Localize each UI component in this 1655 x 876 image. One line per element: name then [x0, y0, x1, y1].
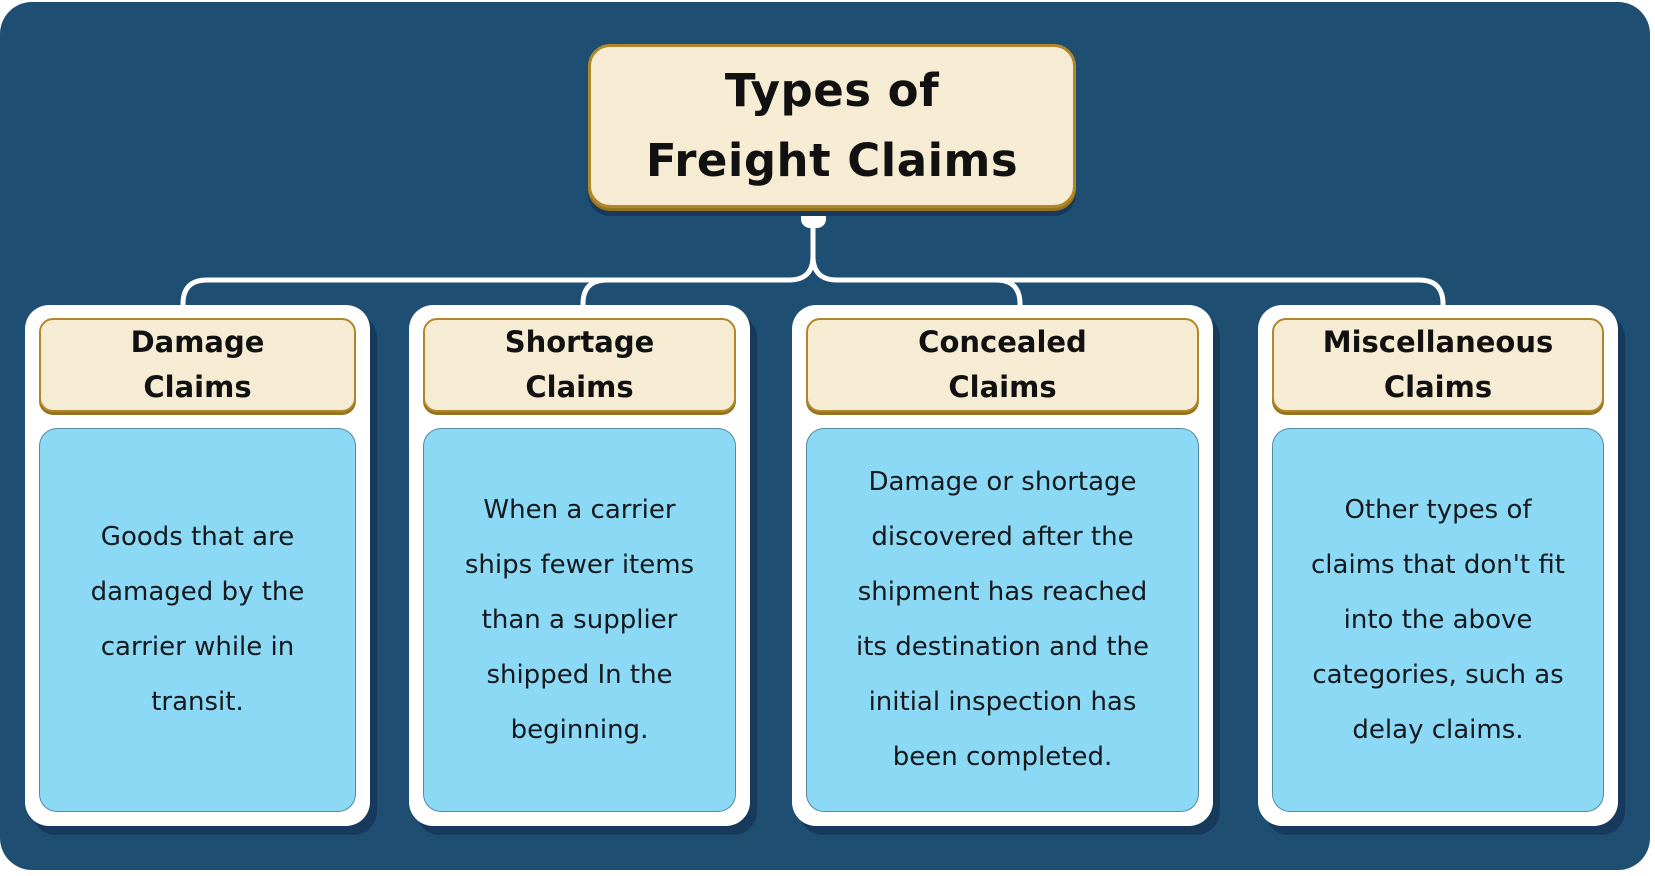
card-miscellaneous-claims-description: Other types of claims that don't fit int…	[1311, 494, 1565, 745]
card-damage-claims-title: Damage Claims	[130, 325, 265, 404]
card-concealed-claims-header: Concealed Claims	[806, 318, 1199, 412]
card-concealed-claims-description: Damage or shortage discovered after the …	[855, 467, 1150, 772]
card-miscellaneous-claims-body: Other types of claims that don't fit int…	[1272, 428, 1604, 812]
card-miscellaneous-claims-header: Miscellaneous Claims	[1272, 318, 1604, 412]
card-concealed-claims: Concealed Claims Damage or shortage disc…	[792, 305, 1213, 826]
card-damage-claims: Damage Claims Goods that are damaged by …	[25, 305, 370, 826]
card-concealed-claims-body: Damage or shortage discovered after the …	[806, 428, 1199, 812]
card-shortage-claims-body: When a carrier ships fewer items than a …	[423, 428, 736, 812]
title-connector-stub	[801, 204, 826, 228]
root-node-types-of-freight-claims: Types of Freight Claims	[588, 44, 1076, 208]
card-miscellaneous-claims-title: Miscellaneous Claims	[1322, 325, 1554, 404]
card-damage-claims-body: Goods that are damaged by the carrier wh…	[39, 428, 356, 812]
card-damage-claims-header: Damage Claims	[39, 318, 356, 412]
page-title: Types of Freight Claims	[645, 64, 1019, 187]
card-miscellaneous-claims: Miscellaneous Claims Other types of clai…	[1258, 305, 1618, 826]
card-damage-claims-description: Goods that are damaged by the carrier wh…	[90, 522, 305, 717]
card-shortage-claims-description: When a carrier ships fewer items than a …	[464, 494, 695, 745]
card-shortage-claims-header: Shortage Claims	[423, 318, 736, 412]
card-shortage-claims: Shortage Claims When a carrier ships few…	[409, 305, 750, 826]
card-concealed-claims-title: Concealed Claims	[918, 325, 1087, 404]
card-shortage-claims-title: Shortage Claims	[504, 325, 655, 404]
